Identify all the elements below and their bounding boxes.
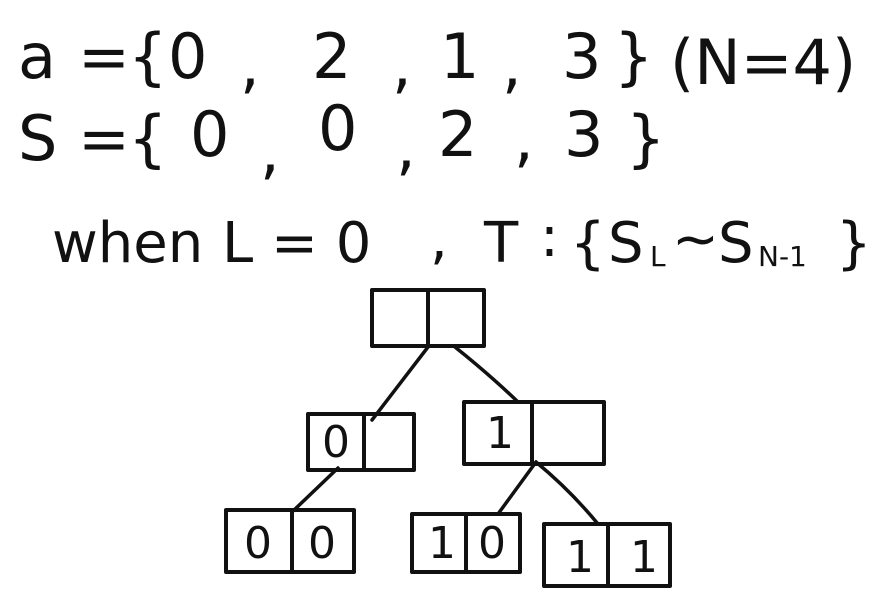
n-note: (N=4) [670, 26, 856, 99]
tree-leaf-1: 1 0 [410, 512, 522, 574]
a-equals: = [78, 20, 130, 93]
a-brace-open: { [128, 20, 167, 93]
t-brace-open: { [570, 211, 606, 276]
l1-left-cell-0: 0 [322, 417, 350, 468]
edge-root-right [453, 345, 520, 404]
a-label: a [18, 20, 56, 93]
leaf-2-cell-1: 1 [630, 532, 658, 583]
l1-left-box [306, 412, 416, 472]
a-comma-0: , [240, 28, 260, 101]
s-comma-0: , [260, 114, 280, 187]
s-l-subscript: L [650, 240, 666, 273]
s-n-symbol: S [718, 211, 754, 276]
leaf-0-cell-0: 0 [244, 518, 272, 569]
tilde-symbol: ~ [672, 207, 719, 272]
t-brace-close: } [836, 211, 872, 276]
leaf-1-cell-1: 0 [478, 518, 506, 569]
s-equals: = [78, 102, 130, 175]
a-comma-1: , [392, 28, 412, 101]
line-a: a = { 0 , 2 , 1 , 3 } (N=4) [18, 20, 856, 101]
tree-node-l1-left: 0 [306, 412, 416, 472]
s-value-3: 3 [564, 98, 603, 171]
leaf-2-cell-0: 1 [566, 532, 594, 583]
t-label: T [483, 211, 519, 276]
condition-text: L = 0 [222, 211, 371, 276]
s-comma-2: , [514, 102, 534, 175]
leaf-1-cell-0: 1 [428, 518, 456, 569]
leaf-0-cell-1: 0 [308, 518, 336, 569]
line-when: when L = 0 , T : { S L ~ S N-1 } [52, 205, 872, 276]
a-brace-close: } [614, 20, 653, 93]
s-brace-open: { [128, 102, 167, 175]
t-colon: : [540, 205, 559, 270]
s-l-symbol: S [608, 211, 644, 276]
edge-left-leaf0 [290, 466, 340, 514]
when-comma: , [430, 207, 448, 272]
when-text: when [52, 211, 203, 276]
s-value-1: 0 [318, 92, 357, 165]
a-value-3: 3 [562, 20, 601, 93]
a-value-2: 1 [440, 20, 479, 93]
a-value-0: 0 [168, 20, 207, 93]
tree-leaf-0: 0 0 [224, 508, 356, 574]
tree-node-root [370, 288, 486, 348]
s-n-subscript: N-1 [758, 240, 807, 273]
tree-node-l1-right: 1 [462, 400, 606, 466]
edge-right-leaf1 [496, 460, 538, 516]
s-value-2: 2 [438, 98, 477, 171]
l1-right-cell-0: 1 [486, 408, 514, 459]
s-brace-close: } [626, 102, 665, 175]
edge-root-left [370, 345, 430, 422]
a-comma-2: , [502, 28, 522, 101]
a-value-1: 2 [312, 20, 351, 93]
tree-leaf-2: 1 1 [542, 522, 672, 588]
tree-edges [290, 345, 600, 526]
s-value-0: 0 [190, 98, 229, 171]
s-comma-1: , [396, 110, 416, 183]
s-label: S [18, 102, 57, 175]
edge-right-leaf2 [534, 460, 600, 526]
line-s: S = { 0 , 0 , 2 , 3 } [18, 92, 665, 187]
